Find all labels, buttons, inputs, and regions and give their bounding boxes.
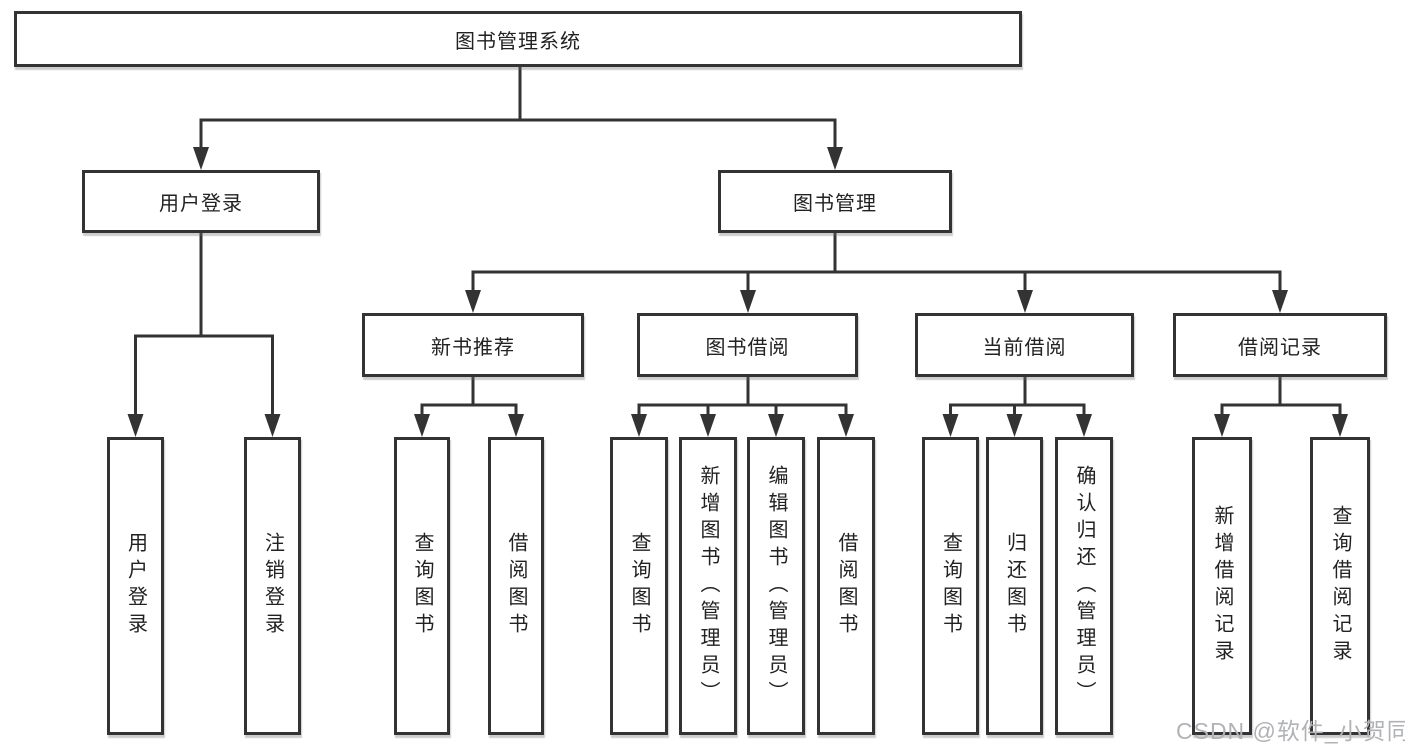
node-user-login-label: 用户登录	[159, 193, 243, 215]
leaf-newbooks-borrow-books: 借阅图书	[488, 437, 544, 735]
leaf-borrowing-add-books-admin-label: 新增图书（管理员）	[697, 464, 719, 708]
node-book-borrowing-label: 图书借阅	[705, 336, 790, 359]
node-book-management: 图书管理	[718, 170, 952, 233]
node-new-book-recommend: 新书推荐	[362, 313, 584, 377]
leaf-logout: 注销登录	[244, 437, 301, 735]
leaf-records-add-record-label: 新增借阅记录	[1211, 505, 1233, 667]
node-book-management-label: 图书管理	[793, 193, 877, 215]
csdn-watermark: CSDN @软件_小贺同学	[1176, 718, 1405, 744]
node-root-label: 图书管理系统	[455, 30, 581, 53]
leaf-records-query-record-label: 查询借阅记录	[1329, 505, 1351, 667]
leaf-newbooks-borrow-books-label: 借阅图书	[505, 532, 527, 640]
leaf-user-login: 用户登录	[107, 437, 164, 735]
node-borrowing-records: 借阅记录	[1173, 313, 1387, 377]
node-user-login: 用户登录	[82, 170, 320, 233]
leaf-current-confirm-return-admin-label: 确认归还（管理员）	[1073, 464, 1095, 708]
leaf-current-query-books-label: 查询图书	[939, 532, 962, 640]
leaf-borrowing-edit-books-admin-label: 编辑图书（管理员）	[765, 464, 787, 708]
node-current-borrowing-label: 当前借阅	[982, 336, 1067, 359]
leaf-user-login-label: 用户登录	[124, 532, 147, 640]
node-new-book-recommend-label: 新书推荐	[431, 336, 515, 359]
leaf-borrowing-edit-books-admin: 编辑图书（管理员）	[747, 437, 805, 735]
node-book-borrowing: 图书借阅	[637, 313, 858, 377]
node-root: 图书管理系统	[14, 11, 1022, 67]
leaf-records-query-record: 查询借阅记录	[1310, 437, 1370, 735]
leaf-borrowing-borrow-books: 借阅图书	[817, 437, 875, 735]
leaf-logout-label: 注销登录	[261, 532, 284, 640]
node-current-borrowing: 当前借阅	[915, 313, 1134, 377]
leaf-borrowing-query-books: 查询图书	[610, 437, 668, 735]
leaf-current-return-books: 归还图书	[986, 437, 1043, 735]
leaf-current-return-books-label: 归还图书	[1003, 532, 1026, 640]
leaf-borrowing-query-books-label: 查询图书	[628, 532, 650, 640]
leaf-current-confirm-return-admin: 确认归还（管理员）	[1055, 437, 1113, 735]
leaf-borrowing-add-books-admin: 新增图书（管理员）	[679, 437, 737, 735]
leaf-borrowing-borrow-books-label: 借阅图书	[835, 532, 857, 640]
leaf-newbooks-query-books: 查询图书	[394, 437, 450, 735]
leaf-current-query-books: 查询图书	[922, 437, 979, 735]
leaf-newbooks-query-books-label: 查询图书	[411, 532, 433, 640]
node-borrowing-records-label: 借阅记录	[1238, 336, 1322, 359]
leaf-records-add-record: 新增借阅记录	[1192, 437, 1252, 735]
